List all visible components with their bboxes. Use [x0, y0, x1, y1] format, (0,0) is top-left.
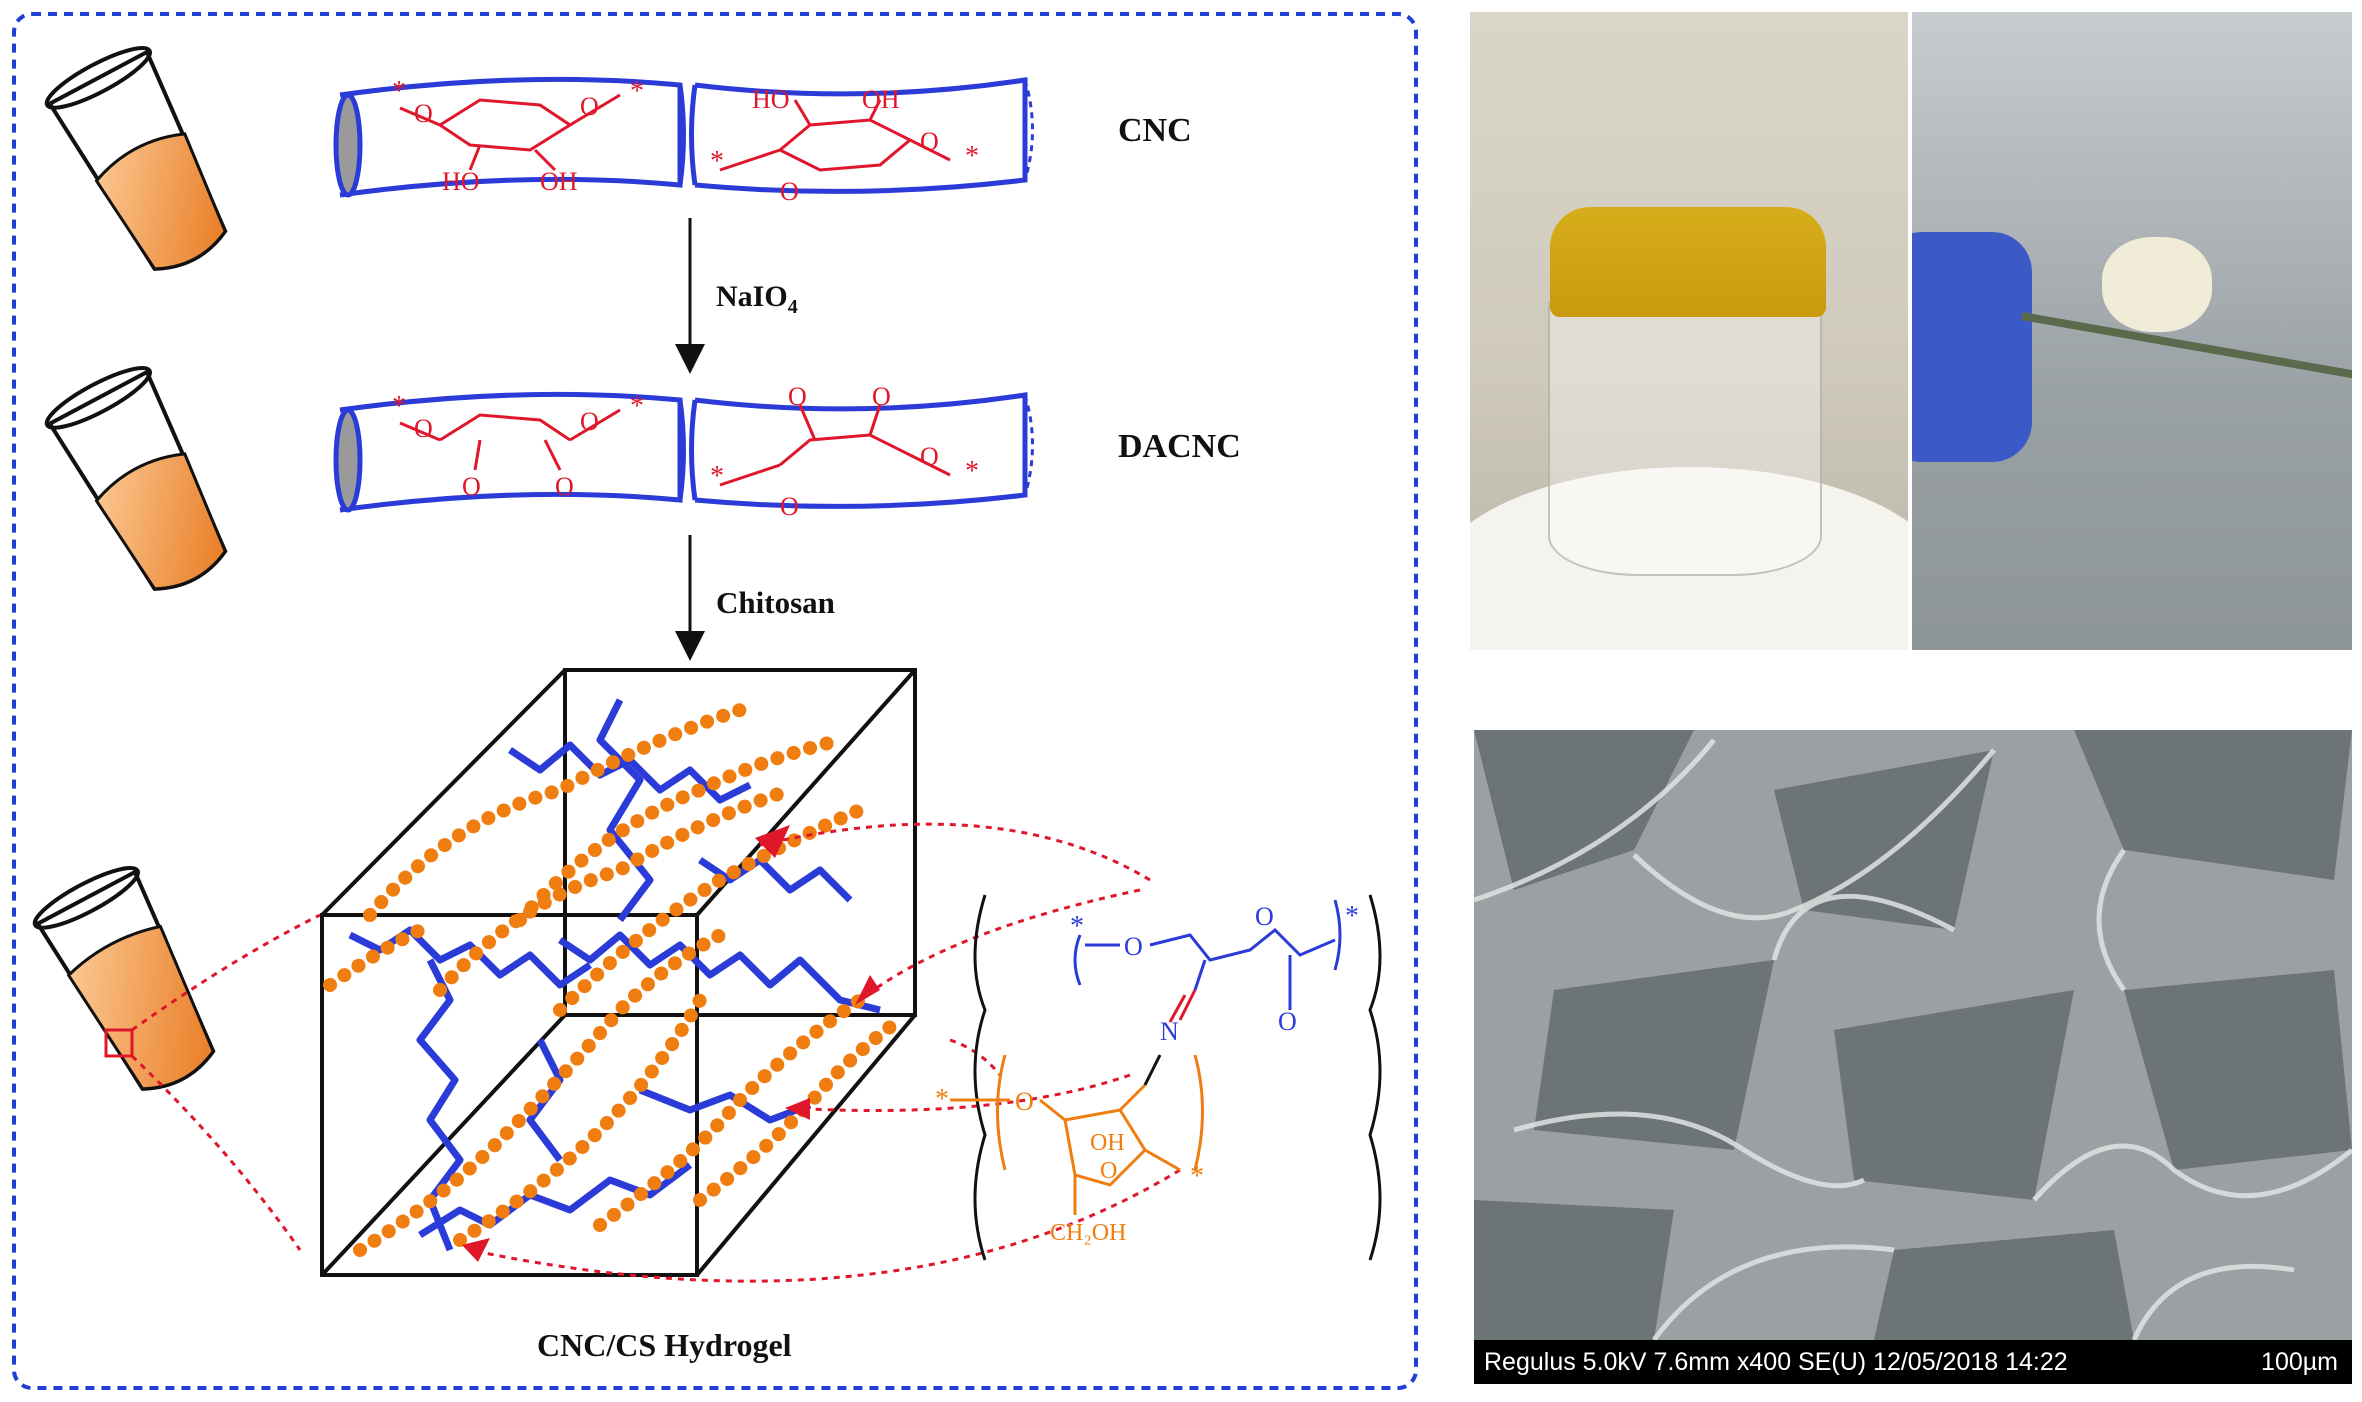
dacnc-tube-end — [333, 407, 363, 513]
struct-o-1: O — [1124, 932, 1143, 961]
label-naio4-text: NaIO — [716, 280, 788, 313]
sem-scale-text: 100µm — [2261, 1348, 2338, 1376]
cnc-ho-1: HO — [442, 167, 480, 196]
struct-ch2oh: CH₂OH — [1050, 1220, 1126, 1246]
chitosan-chains — [323, 703, 907, 1257]
struct-oh: OH — [1090, 1130, 1125, 1156]
hydrogel-sample-marker — [104, 1028, 134, 1058]
struct-n: N — [1160, 1017, 1179, 1046]
photo-hydrogel-piece — [2102, 237, 2212, 332]
cnc-oh-2: OH — [862, 85, 900, 114]
dacnc-carbonyl-2: O — [555, 472, 574, 501]
struct-star-3: * — [935, 1084, 949, 1115]
struct-o-2: O — [1255, 902, 1274, 931]
dacnc-unit-2 — [719, 404, 951, 487]
reaction-scheme: * O O * HO OH HO OH * O * O * O O * O O … — [12, 12, 1418, 1390]
label-cnc: CNC — [1118, 112, 1192, 149]
cnc-star-1: * — [392, 76, 406, 107]
dacnc-unit-1 — [399, 408, 621, 471]
photo-beaker-glass — [1548, 302, 1822, 576]
struct-o-3: O — [1278, 1007, 1297, 1036]
cnc-ring-o-1: O — [580, 92, 599, 121]
cellulose-chains — [348, 698, 881, 1252]
dacnc-star-2: * — [630, 391, 644, 422]
cnc-ring-o-2: O — [780, 177, 799, 206]
sem-image — [1474, 730, 2352, 1340]
cnc-tube — [339, 76, 1028, 198]
photo-table — [1470, 467, 1908, 650]
beaker-cnc-icon — [44, 45, 228, 271]
label-dacnc: DACNC — [1118, 428, 1241, 465]
beaker-dacnc-icon — [44, 365, 228, 591]
dacnc-star-3: * — [710, 461, 724, 492]
struct-star-4: * — [1190, 1161, 1204, 1192]
cnc-o-2: O — [920, 127, 939, 156]
label-naio4-sub: 4 — [787, 296, 798, 318]
beaker-hydrogel-icon — [32, 865, 216, 1091]
cnc-glucose-unit-2 — [719, 99, 951, 172]
cnc-oh-1: OH — [540, 167, 578, 196]
struct-star-1: * — [1070, 911, 1084, 942]
struct-o-4: O — [1015, 1087, 1034, 1116]
dacnc-ring-o-1: O — [580, 407, 599, 436]
sem-info-bar: Regulus 5.0kV 7.6mm x400 SE(U) 12/05/201… — [1474, 1340, 2352, 1384]
dacnc-carbonyl-1: O — [462, 472, 481, 501]
dacnc-o-1: O — [414, 414, 433, 443]
photo-hydrogel-tweezers — [1912, 12, 2352, 650]
photo-glove — [1912, 232, 2032, 462]
link-arrowheads — [462, 825, 880, 1262]
label-hydrogel: CNC/CS Hydrogel — [537, 1327, 792, 1363]
sem-texture — [1474, 730, 2352, 1340]
dacnc-carbonyl-4: O — [872, 382, 891, 411]
cnc-glucose-unit-1 — [399, 93, 621, 172]
photo-inverted-beaker — [1470, 12, 1908, 650]
dacnc-o-2: O — [920, 442, 939, 471]
cnc-tube-end — [333, 92, 363, 198]
dacnc-star-4: * — [965, 456, 979, 487]
sem-info-text: Regulus 5.0kV 7.6mm x400 SE(U) 12/05/201… — [1484, 1348, 2068, 1376]
cnc-star-3: * — [710, 146, 724, 177]
photo-hydrogel-cap — [1550, 207, 1826, 317]
label-naio4: NaIO4 — [716, 280, 798, 319]
hydrogel-cube — [320, 668, 917, 1277]
dacnc-carbonyl-3: O — [788, 382, 807, 411]
cnc-star-4: * — [965, 141, 979, 172]
struct-star-2: * — [1345, 901, 1359, 932]
dacnc-ring-o-2: O — [780, 492, 799, 521]
crosslink-structure: * O O O * N * O OH O * CH₂OH — [935, 894, 1382, 1261]
cnc-ho-2: HO — [752, 85, 790, 114]
label-chitosan: Chitosan — [716, 585, 835, 620]
cnc-o-1: O — [414, 99, 433, 128]
scheme-frame — [12, 12, 1418, 1390]
cnc-star-2: * — [630, 76, 644, 107]
dacnc-star-1: * — [392, 391, 406, 422]
struct-ring-o: O — [1100, 1158, 1117, 1184]
